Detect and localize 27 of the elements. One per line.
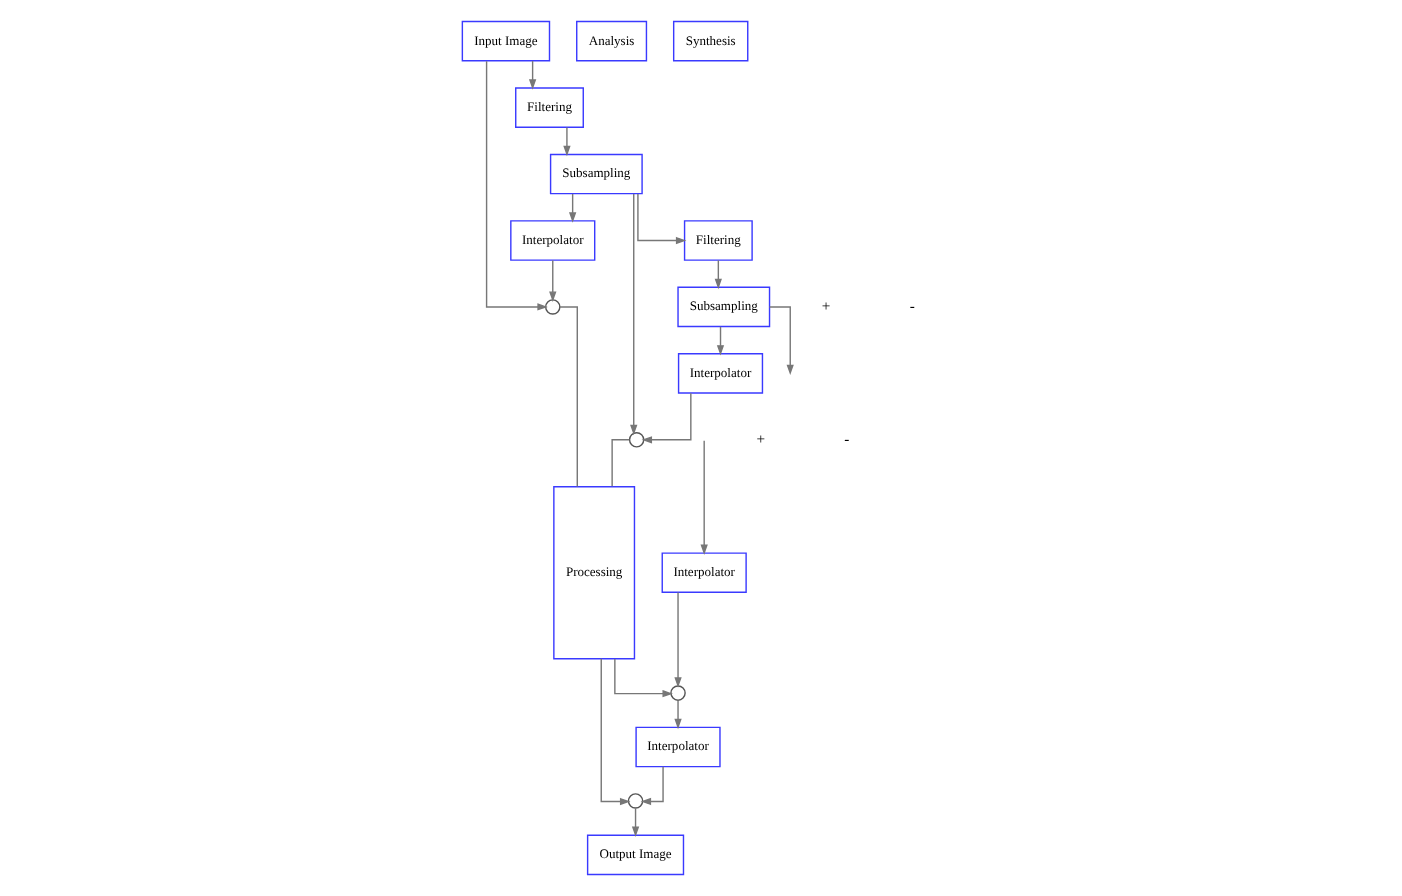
arrow [630, 807, 639, 837]
arrow [640, 392, 691, 444]
label: + [820, 296, 830, 315]
arrow [713, 259, 721, 290]
arrow [629, 193, 637, 436]
arrow [484, 60, 547, 311]
arrow [715, 326, 724, 356]
arrow [548, 259, 556, 302]
connector [558, 306, 577, 488]
node-circle [627, 432, 644, 448]
arrow [567, 193, 576, 223]
label: + [755, 429, 765, 448]
node-circle [626, 793, 643, 809]
arrow [562, 126, 570, 157]
node-circle [669, 685, 685, 701]
label: - [908, 296, 914, 315]
arrow [673, 699, 681, 730]
arrow [527, 60, 536, 90]
arrow [673, 591, 681, 688]
label: - [843, 429, 849, 448]
arrow [613, 658, 672, 698]
arrow [599, 658, 630, 806]
arrow [699, 439, 707, 555]
arrow [636, 193, 686, 245]
arrow [639, 765, 663, 806]
node-circle [544, 299, 560, 315]
connector [610, 439, 630, 487]
